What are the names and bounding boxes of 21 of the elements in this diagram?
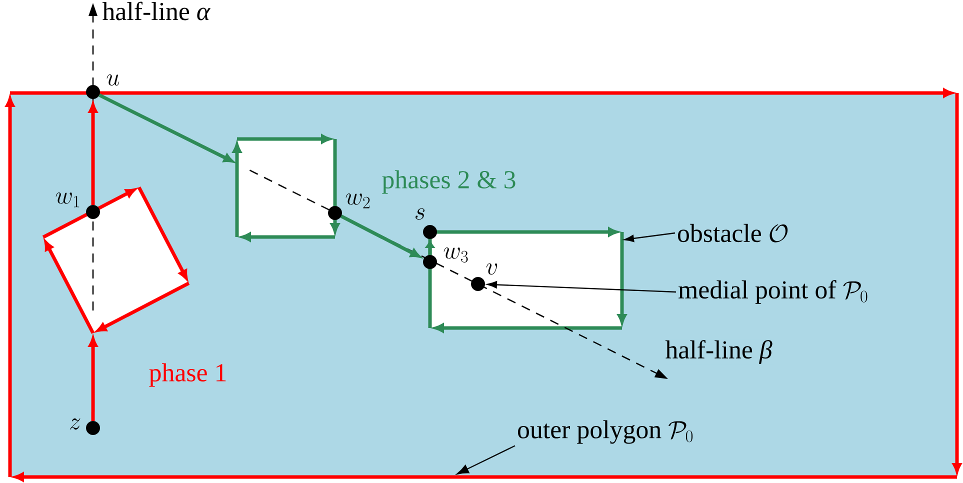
point-label: $w_3$ bbox=[444, 248, 468, 262]
obstacle-square bbox=[232, 134, 340, 242]
annotation-text: $\mbox{medial point of }\mathcal{P}_0$ bbox=[678, 280, 868, 304]
annotation-text: phases 2 & 3 bbox=[380, 169, 518, 195]
annotation-text: phase 1 bbox=[148, 362, 228, 388]
point-label: $z$ bbox=[70, 418, 80, 430]
leader-arrow bbox=[487, 281, 676, 293]
point-label: $u$ bbox=[106, 74, 120, 86]
point-label: $w_1$ bbox=[56, 192, 80, 208]
path-arrow bbox=[426, 240, 434, 255]
point-label: $w_2$ bbox=[346, 194, 370, 208]
annotation-text: $\mbox{obstacle }\mathcal{O}$ bbox=[678, 224, 788, 242]
annotation-text: half-line β bbox=[664, 339, 774, 365]
point-label: $s$ bbox=[416, 208, 425, 220]
obstacle-rectangle bbox=[428, 228, 626, 332]
annotation-text: half-line α bbox=[101, 0, 212, 22]
leader-arrow bbox=[456, 445, 516, 474]
annotation-text: $\mbox{outer polygon }\mathcal{P}_0$ bbox=[518, 420, 693, 444]
path-arrow bbox=[340, 214, 420, 258]
point-label: $v$ bbox=[486, 263, 498, 275]
leader-arrow bbox=[624, 232, 676, 242]
